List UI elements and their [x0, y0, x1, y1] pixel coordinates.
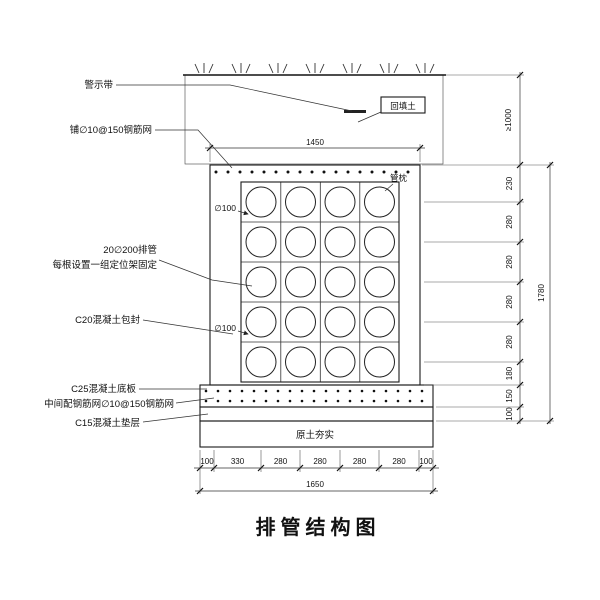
ground-surface-symbols	[194, 63, 435, 74]
dim-bottom-seg-5: 280	[392, 457, 406, 466]
internal-labels: 回填土 管枕 ∅100 ∅100	[214, 96, 426, 333]
pipe-dia-lower-label: ∅100	[214, 323, 236, 333]
dim-cover-depth: ≥1000	[504, 108, 513, 131]
backfill-zone	[183, 63, 446, 165]
backfill-label: 回填土	[390, 101, 416, 111]
dim-right-total: 1780	[537, 284, 546, 302]
dim-bottom-seg-3: 280	[313, 457, 327, 466]
dim-bottom-seg-4: 280	[353, 457, 367, 466]
pipe-circles	[245, 186, 395, 378]
left-callouts: 警示带 铺∅10@150钢筋网 20∅200排管 每根设置一组定位架固定 C20…	[44, 79, 174, 429]
pipes-label-line1: 20∅200排管	[103, 244, 157, 256]
leader-lines	[116, 84, 394, 423]
base-slab-label: C25混凝土底板	[71, 383, 136, 395]
dim-top-width-label: 1450	[306, 138, 324, 147]
warning-tape-label: 警示带	[84, 79, 113, 91]
cushion-label: C15混凝土垫层	[75, 417, 140, 429]
dim-right-seg-6: 150	[505, 389, 514, 403]
dim-bottom-seg-6: 100	[419, 457, 433, 466]
warning-tape-mark	[344, 110, 366, 113]
encasement-label: C20混凝土包封	[75, 314, 140, 326]
top-mesh-label: 铺∅10@150钢筋网	[70, 124, 152, 136]
dim-right-seg-5: 180	[505, 366, 514, 380]
dim-bottom-seg-2: 280	[274, 457, 288, 466]
dim-right-chain: ≥1000 230 280 280 280 280 180 150 100 17…	[504, 72, 551, 424]
pipes-label-line2: 每根设置一组定位架固定	[52, 259, 157, 271]
backfill-label-box	[380, 96, 426, 114]
pipe-dia-upper-label: ∅100	[214, 203, 236, 213]
dim-top-width: 1450	[205, 137, 425, 149]
dim-bottom-seg-0: 100	[200, 457, 214, 466]
compacted-soil-band: 原土夯实	[199, 420, 434, 448]
dim-bottom-seg-1: 330	[231, 457, 245, 466]
dim-right-seg-0: 230	[505, 176, 514, 190]
page-title: 排管结构图	[256, 515, 381, 539]
compacted-soil-label: 原土夯实	[296, 429, 334, 441]
dim-bottom-chain: 100 330 280 280 280 280 100 1650	[194, 457, 439, 492]
dim-bottom-total: 1650	[306, 480, 324, 489]
cushion-layer	[199, 406, 434, 422]
grid-frame	[240, 181, 400, 383]
mid-mesh-label: 中间配钢筋网∅10@150钢筋网	[44, 398, 174, 410]
pipe-pillow-label: 管枕	[390, 173, 408, 183]
positioning-frame-grid	[241, 182, 399, 382]
dim-right-seg-4: 280	[505, 335, 514, 349]
dim-right-seg-2: 280	[505, 255, 514, 269]
dim-right-seg-1: 280	[505, 215, 514, 229]
concrete-block	[209, 164, 421, 386]
dim-right-seg-3: 280	[505, 295, 514, 309]
base-slab	[199, 384, 434, 408]
dim-right-seg-7: 100	[505, 407, 514, 421]
